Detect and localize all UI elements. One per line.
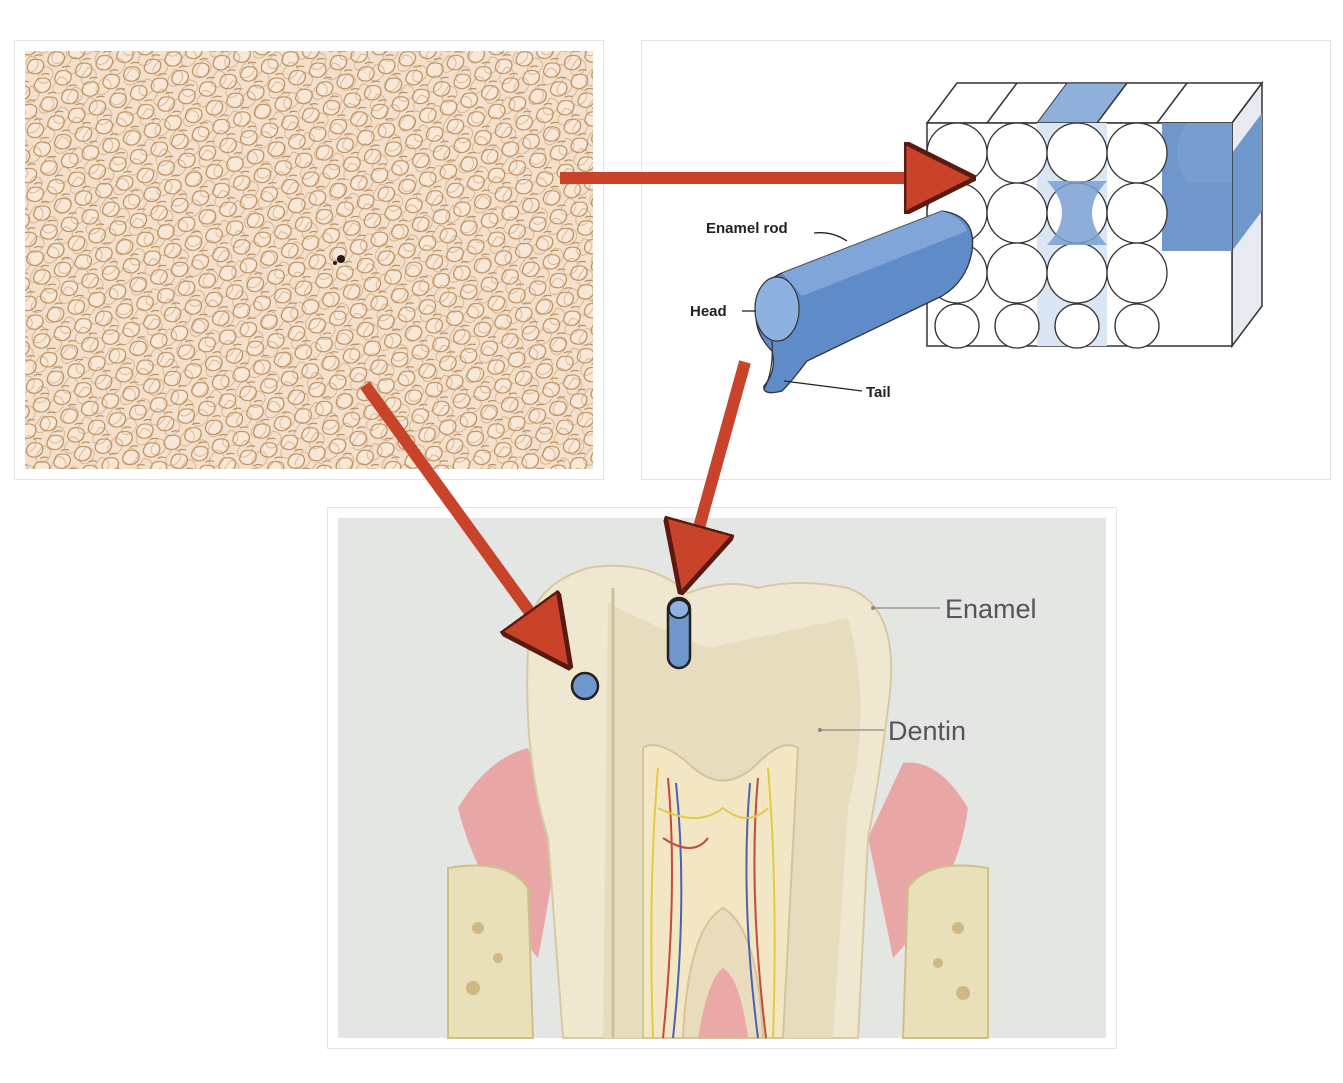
- head-label: Head: [690, 303, 727, 320]
- bone-right: [901, 864, 989, 1039]
- gum-right: [868, 762, 968, 958]
- rod-tail: [763, 340, 773, 390]
- dentin-label: Dentin: [888, 716, 966, 746]
- bone-left: [447, 864, 535, 1039]
- enamel-micrograph-image: [25, 51, 593, 469]
- rod-cross-section-marker: [570, 671, 600, 701]
- nerves-and-vessels: [650, 767, 776, 1039]
- enamel-rod-diagram-panel: Enamel rod Head Tail: [641, 40, 1331, 480]
- tooth-cross-section-panel: Enamel Dentin: [327, 507, 1117, 1049]
- enamel-rod-diagram: Enamel rod Head Tail: [690, 80, 1264, 401]
- enamel-rod: [754, 210, 974, 394]
- rod-head: [754, 276, 800, 342]
- tooth-cross-section: Enamel Dentin: [338, 518, 1106, 1039]
- enamel-rod-label: Enamel rod: [706, 220, 788, 237]
- gum-left: [458, 748, 558, 958]
- tail-label: Tail: [866, 384, 891, 401]
- enamel-label: Enamel: [945, 594, 1037, 624]
- enamel-micrograph-panel: [14, 40, 604, 480]
